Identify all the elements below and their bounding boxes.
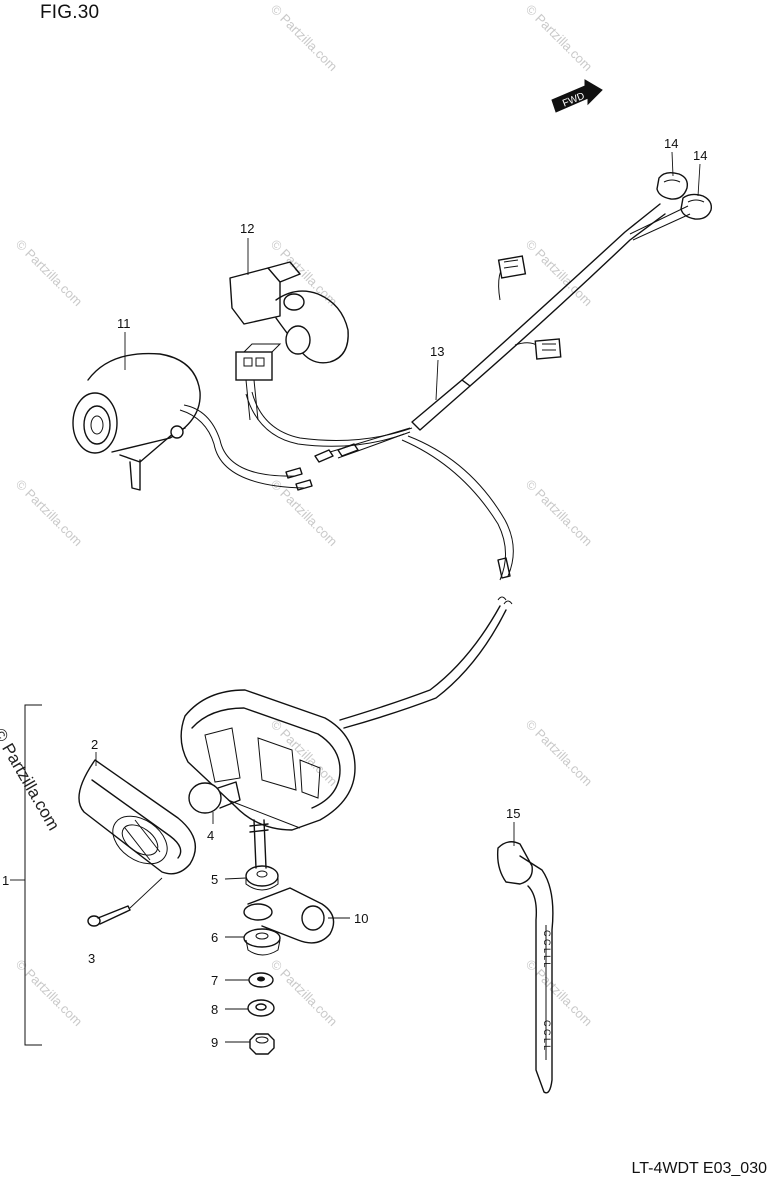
figure-title: FIG.30 [40,2,100,23]
watermark: © Partzilla.com [13,957,86,1030]
watermark: © Partzilla.com [13,477,86,550]
part-4-bulb [188,781,241,814]
part-12-connector [229,261,349,421]
leader-lines [95,151,701,1043]
callout-12: 12 [240,221,254,236]
part-5-grommet [245,865,279,887]
hardware-stack [243,819,335,1055]
part-11-component [72,352,313,491]
callout-14b: 14 [693,148,707,163]
part-2-lens [78,759,197,875]
watermark: © Partzilla.com [268,477,341,550]
callout-8: 8 [211,1002,218,1017]
part-13-wiring-harness [245,203,691,729]
svg-text:C C L L L: C C L L L [542,930,552,967]
callout-3: 3 [88,951,95,966]
watermark-layer: © Partzilla.com © Partzilla.com © Partzi… [13,2,596,1030]
callout-14a: 14 [664,136,678,151]
watermark: © Partzilla.com [268,717,341,790]
callout-10: 10 [354,911,368,926]
callout-15: 15 [506,806,520,821]
part-3-screw [87,877,163,927]
callout-labels: 1 2 3 4 5 6 7 8 9 10 11 12 13 14 14 15 [2,136,707,1050]
watermark: © Partzilla.com [268,957,341,1030]
model-code: LT-4WDT E03_030 [631,1160,767,1177]
watermark: © Partzilla.com [523,237,596,310]
part-15-cable-tie: C C L L L C C L L [496,841,554,1094]
fwd-arrow: FWD [551,79,603,113]
svg-text:C C L L: C C L L [542,1020,552,1050]
callout-5: 5 [211,872,218,887]
callout-7: 7 [211,973,218,988]
part-1-bracket [10,704,42,1046]
watermark: © Partzilla.com [523,2,596,75]
part-14-caps [656,171,713,220]
watermark: © Partzilla.com [523,957,596,1030]
watermark: © Partzilla.com [523,717,596,790]
callout-11: 11 [117,316,131,331]
callout-9: 9 [211,1035,218,1050]
fwd-label: FWD [561,91,586,110]
tail-light-housing [180,689,356,831]
callout-1: 1 [2,873,9,888]
callout-6: 6 [211,930,218,945]
callout-13: 13 [430,344,444,359]
watermark: © Partzilla.com [523,477,596,550]
watermark: © Partzilla.com [268,2,341,75]
watermark: © Partzilla.com [13,237,86,310]
callout-4: 4 [207,828,214,843]
callout-2: 2 [91,737,98,752]
